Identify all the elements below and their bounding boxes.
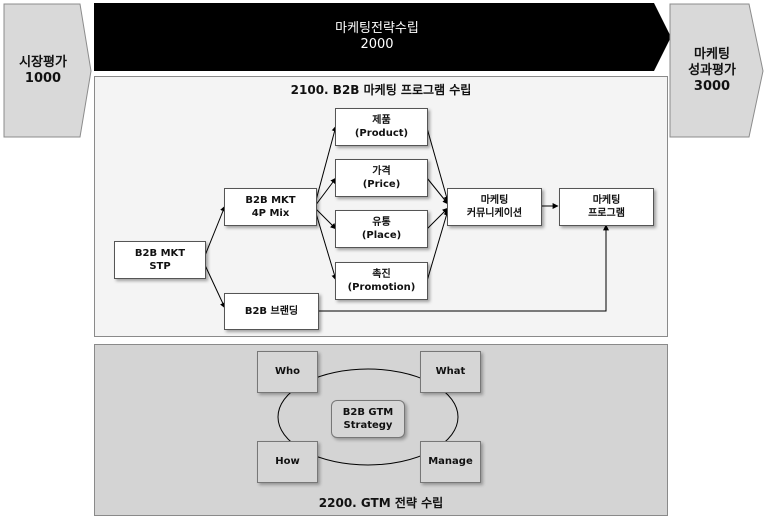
- box-place: 유통 (Place): [335, 210, 428, 248]
- market-evaluation-step: 시장평가 1000: [3, 3, 83, 139]
- performance-evaluation-title: 마케팅 성과평가: [688, 46, 736, 78]
- gtm-strategy-center-box: B2B GTM Strategy: [331, 400, 405, 438]
- box-product: 제품 (Product): [335, 108, 428, 146]
- connector-mix-to-price: [314, 177, 337, 207]
- connector-mix-to-place: [314, 207, 337, 230]
- market-evaluation-arrow-shape: [3, 3, 92, 138]
- performance-evaluation-arrow-shape: [669, 3, 764, 138]
- strategy-banner-code: 2000: [360, 37, 394, 52]
- connector-mix-to-product: [314, 125, 338, 205]
- box-b2b-mkt-stp: B2B MKT STP: [114, 241, 206, 279]
- box-b2b-mkt-4p-mix: B2B MKT 4P Mix: [224, 188, 317, 226]
- connector-promotion-to-communication: [426, 209, 450, 282]
- gtm-how-box: How: [257, 441, 318, 483]
- connector-mix-to-promotion: [314, 209, 338, 281]
- gtm-what-box: What: [420, 351, 481, 393]
- box-price: 가격 (Price): [335, 159, 428, 197]
- connector-product-to-communication: [426, 127, 450, 203]
- box-marketing-program: 마케팅 프로그램: [559, 188, 654, 226]
- connector-stp-to-mix: [203, 205, 226, 259]
- gtm-manage-box: Manage: [420, 441, 481, 483]
- performance-evaluation-code: 3000: [693, 79, 731, 95]
- performance-evaluation-step: 마케팅 성과평가 3000: [671, 3, 753, 139]
- strategy-banner-shape: [94, 3, 671, 71]
- box-b2b-branding: B2B 브랜딩: [224, 293, 319, 330]
- strategy-banner: 마케팅전략수립 2000: [94, 3, 660, 71]
- gtm-strategy-section-title: 2200. GTM 전략 수립: [318, 496, 444, 510]
- box-promotion: 촉진 (Promotion): [335, 262, 428, 300]
- marketing-program-section-title: 2100. B2B 마케팅 프로그램 수립: [290, 83, 472, 97]
- strategy-banner-title: 마케팅전략수립: [335, 20, 419, 36]
- market-evaluation-title: 시장평가: [19, 54, 67, 70]
- box-marketing-communication: 마케팅 커뮤니케이션: [447, 188, 542, 226]
- connector-branding-to-program: [318, 224, 609, 312]
- connector-price-to-communication: [426, 177, 449, 205]
- gtm-who-box: Who: [257, 351, 318, 393]
- market-evaluation-code: 1000: [24, 71, 62, 86]
- connector-stp-to-branding: [203, 262, 226, 309]
